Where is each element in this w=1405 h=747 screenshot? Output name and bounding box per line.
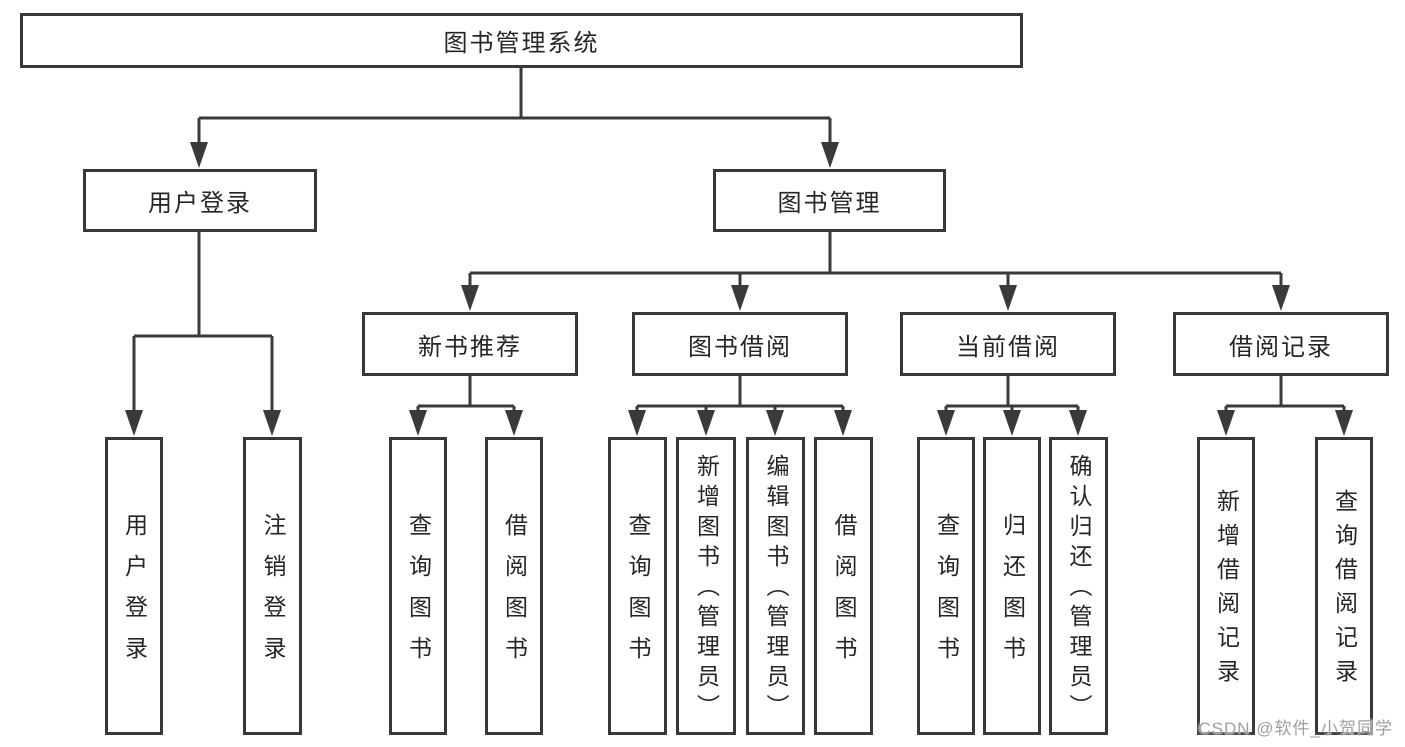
csdn-watermark: CSDN @软件_小贺同学 xyxy=(1198,719,1393,738)
node-label: 图书管理系统 xyxy=(443,30,600,57)
leaf-borrow-books: 借阅图书 xyxy=(814,437,873,735)
node-label: 确认归还（管理员） xyxy=(1066,454,1092,724)
node-book-management-system: 图书管理系统 xyxy=(20,13,1023,68)
leaf-edit-book-admin: 编辑图书（管理员） xyxy=(746,437,805,735)
node-label: 查询图书 xyxy=(625,513,651,677)
leaf-add-borrow-record: 新增借阅记录 xyxy=(1197,437,1255,735)
node-label: 当前借阅 xyxy=(956,333,1060,361)
leaf-borrow-books-recommend: 借阅图书 xyxy=(485,437,543,735)
node-label: 图书管理 xyxy=(777,190,882,217)
node-label: 借阅图书 xyxy=(831,513,857,677)
node-label: 用户登录 xyxy=(148,190,252,217)
node-book-management: 图书管理 xyxy=(713,169,946,232)
node-label: 编辑图书（管理员） xyxy=(763,454,789,724)
leaf-return-book: 归还图书 xyxy=(983,437,1041,735)
node-label: 借阅记录 xyxy=(1229,333,1333,361)
connector-book-mgmt-branch xyxy=(468,232,1283,288)
node-label: 归还图书 xyxy=(999,513,1026,677)
node-current-borrow: 当前借阅 xyxy=(900,312,1116,376)
leaf-confirm-return-admin: 确认归还（管理员） xyxy=(1049,437,1108,735)
connector-records-branch xyxy=(1224,376,1346,414)
connector-root-branch xyxy=(197,68,832,144)
leaf-query-books-borrow: 查询图书 xyxy=(608,437,667,735)
leaf-query-books-recommend: 查询图书 xyxy=(389,437,447,735)
connector-user-login-branch xyxy=(132,232,274,412)
leaf-user-login: 用户登录 xyxy=(105,437,163,735)
node-book-borrow: 图书借阅 xyxy=(632,312,848,376)
connector-current-branch xyxy=(944,376,1080,414)
leaf-logout: 注销登录 xyxy=(243,437,302,735)
node-label: 借阅图书 xyxy=(501,513,528,677)
connector-borrow-branch xyxy=(635,376,845,414)
arrowheads xyxy=(125,142,1353,436)
node-label: 新增借阅记录 xyxy=(1213,489,1240,693)
leaf-add-book-admin: 新增图书（管理员） xyxy=(676,437,736,735)
node-label: 注销登录 xyxy=(260,513,286,677)
node-user-login: 用户登录 xyxy=(83,169,317,232)
connector-newbook-branch xyxy=(416,376,516,414)
node-label: 新书推荐 xyxy=(418,333,522,361)
node-borrow-records: 借阅记录 xyxy=(1173,312,1389,376)
leaf-query-borrow-record: 查询借阅记录 xyxy=(1315,437,1373,735)
node-label: 查询图书 xyxy=(405,513,432,677)
node-new-book-recommend: 新书推荐 xyxy=(362,312,578,376)
leaf-query-books-current: 查询图书 xyxy=(917,437,975,735)
node-label: 查询借阅记录 xyxy=(1331,489,1358,693)
node-label: 查询图书 xyxy=(933,513,960,677)
node-label: 图书借阅 xyxy=(688,333,792,361)
node-label: 新增图书（管理员） xyxy=(693,454,720,724)
node-label: 用户登录 xyxy=(121,513,148,677)
